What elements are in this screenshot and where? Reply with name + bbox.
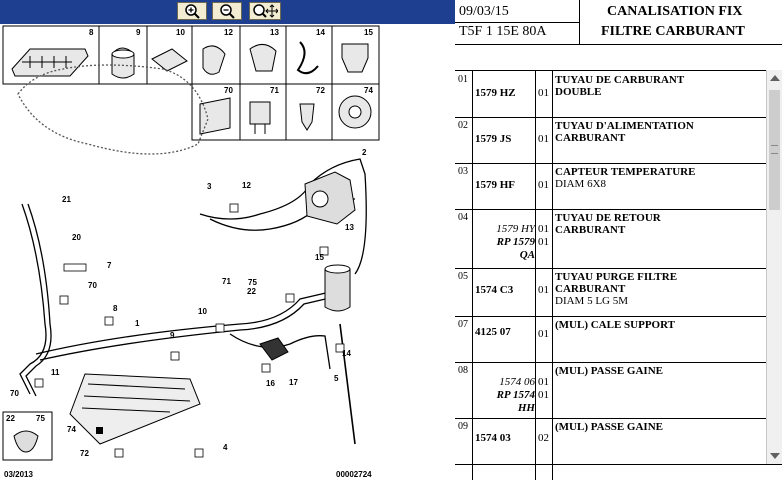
svg-text:70: 70 [224,86,233,95]
zoom-out-button[interactable] [212,2,242,20]
svg-text:8: 8 [113,304,118,313]
header-title-line1: CANALISATION FIX [607,4,743,19]
svg-text:9: 9 [170,331,175,340]
list-item[interactable]: 07 4125 07 01 (MUL) CALE SUPPORT [455,316,766,363]
svg-text:17: 17 [289,378,298,387]
scroll-up-icon[interactable] [770,75,780,81]
zoom-in-button[interactable] [177,2,207,20]
svg-text:22: 22 [247,287,256,296]
svg-text:70: 70 [88,281,97,290]
svg-text:12: 12 [224,28,233,37]
scroll-down-icon[interactable] [770,453,780,459]
zoom-pan-button[interactable] [249,2,281,20]
scrollbar-thumb[interactable] [769,90,780,210]
header-code: T5F 1 15E 80A [459,24,547,39]
svg-text:75: 75 [248,278,257,287]
svg-text:9: 9 [136,28,141,37]
parts-header: 09/03/15 T5F 1 15E 80A CANALISATION FIX … [455,0,782,45]
svg-text:10: 10 [176,28,185,37]
svg-text:71: 71 [270,86,279,95]
header-date: 09/03/15 [459,4,509,19]
diagram-number: 00002724 [336,470,372,479]
svg-text:16: 16 [266,379,275,388]
svg-text:14: 14 [342,349,351,358]
svg-text:15: 15 [315,253,324,262]
parts-footer-row [455,464,782,480]
svg-text:11: 11 [51,368,60,377]
svg-text:12: 12 [242,181,251,190]
svg-text:70: 70 [10,389,19,398]
inset-part-10 [146,25,193,85]
svg-text:72: 72 [316,86,325,95]
svg-text:74: 74 [67,425,76,434]
svg-text:22: 22 [6,414,15,423]
svg-text:13: 13 [345,223,354,232]
header-title-line2: FILTRE CARBURANT [601,24,745,39]
svg-text:3: 3 [207,182,212,191]
diagram-toolbar [0,0,455,24]
svg-text:10: 10 [198,307,207,316]
svg-text:7: 7 [107,261,112,270]
svg-text:8: 8 [89,28,94,37]
svg-text:5: 5 [334,374,339,383]
parts-scrollbar[interactable] [766,70,782,464]
svg-text:21: 21 [62,195,71,204]
svg-text:4: 4 [223,443,228,452]
zoom-in-icon [185,4,200,19]
diagram-date: 03/2013 [4,470,33,479]
svg-text:74: 74 [364,86,373,95]
list-item[interactable]: 09 1574 03 02 (MUL) PASSE GAINE [458,421,663,444]
inset-part-14 [285,25,333,85]
svg-text:2: 2 [362,148,367,157]
svg-text:1: 1 [135,319,140,328]
svg-text:71: 71 [222,277,231,286]
svg-text:13: 13 [270,28,279,37]
svg-text:75: 75 [36,414,45,423]
svg-text:15: 15 [364,28,373,37]
parts-panel: 09/03/15 T5F 1 15E 80A CANALISATION FIX … [455,0,782,480]
zoom-out-icon [220,4,235,19]
zoom-pan-icon [253,4,278,18]
svg-text:14: 14 [316,28,325,37]
svg-text:72: 72 [80,449,89,458]
svg-text:20: 20 [72,233,81,242]
